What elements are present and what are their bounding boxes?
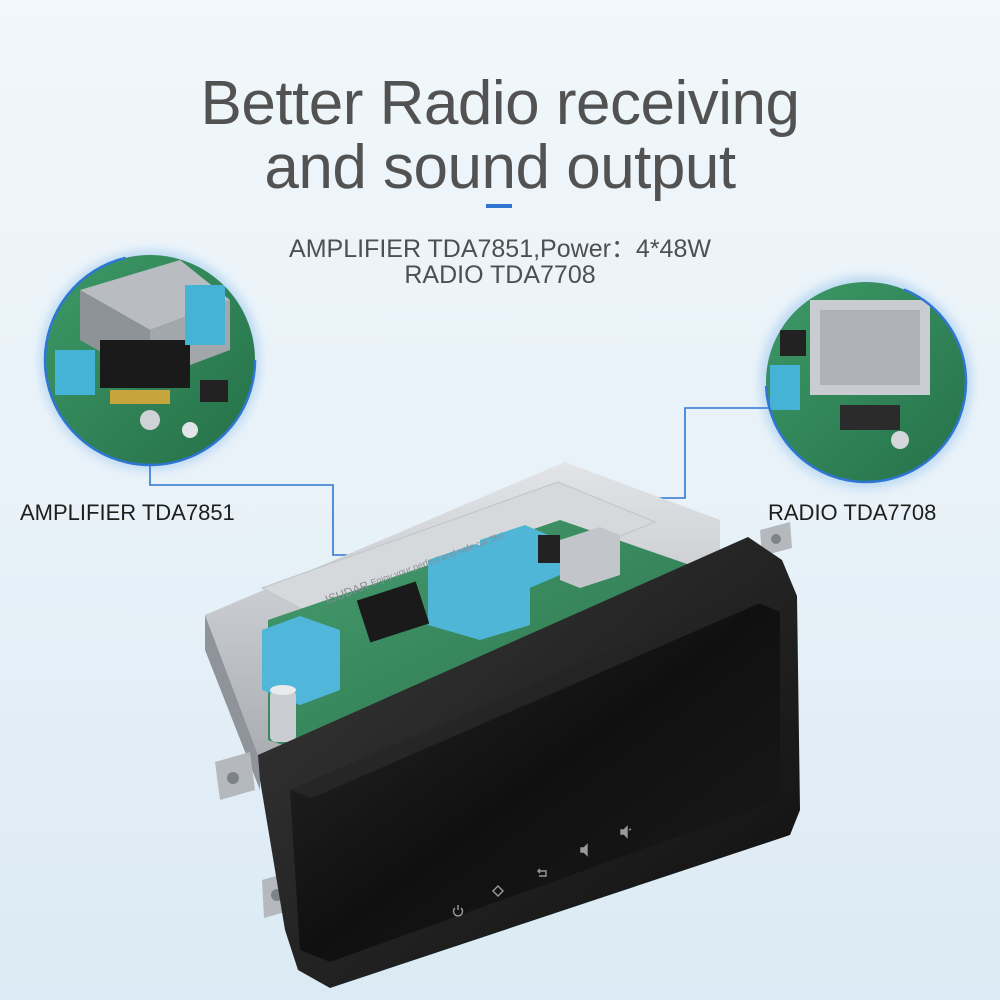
power-icon[interactable] (452, 905, 464, 917)
touch-display (258, 537, 800, 988)
headline: Better Radio receiving and sound output (0, 72, 1000, 200)
amplifier-zoom-photo (45, 255, 255, 465)
headline-line-1: Better Radio receiving (200, 69, 800, 138)
radio-zoom-photo (766, 282, 966, 482)
spec-amplifier: AMPLIFIER TDA7851,Power：4*48W (289, 235, 711, 263)
volume-down-icon[interactable] (580, 843, 588, 857)
head-unit-chassis (205, 462, 792, 918)
home-icon[interactable] (492, 885, 504, 897)
headline-line-2: and sound output (264, 133, 736, 202)
amplifier-callout-label: AMPLIFIER TDA7851 (20, 500, 235, 525)
right-zoom-ring (764, 280, 968, 484)
radio-callout-label: RADIO TDA7708 (768, 500, 937, 525)
back-icon[interactable] (537, 868, 547, 877)
spec-radio: RADIO TDA7708 (404, 261, 596, 289)
volume-up-icon[interactable] (620, 825, 632, 839)
accent-divider (486, 204, 512, 208)
